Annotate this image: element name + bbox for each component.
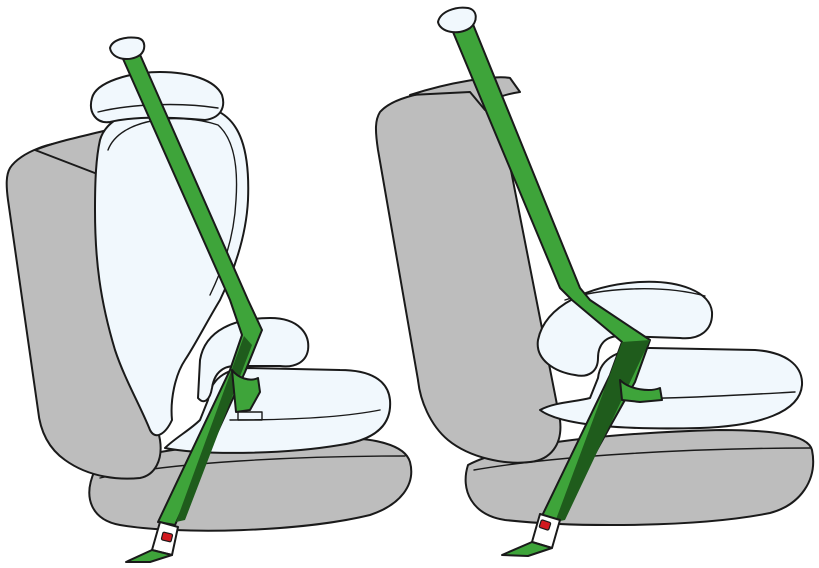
panel-booster-cushion-only xyxy=(376,8,813,556)
belt-anchor-left xyxy=(110,37,144,59)
belt-anchor-right xyxy=(438,8,476,33)
vehicle-seat-backrest-right xyxy=(376,90,560,463)
panel-booster-with-backrest xyxy=(7,37,412,562)
